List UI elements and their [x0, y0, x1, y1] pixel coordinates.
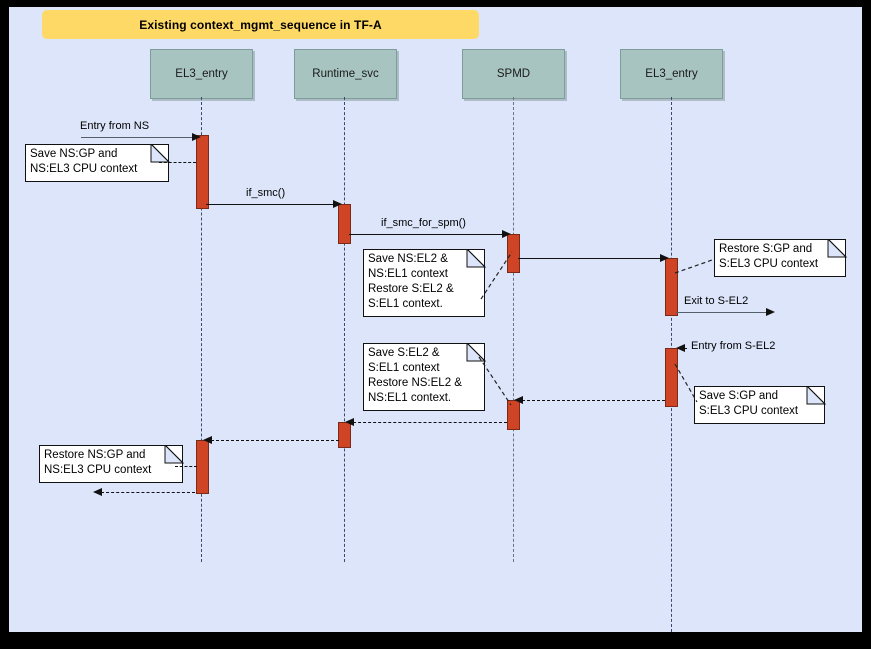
note-connector-2 — [480, 251, 513, 300]
message-arrowhead-spmd-to-runtime-svc — [345, 417, 354, 426]
message-label-exit-to-s-el2: Exit to S-EL2 — [682, 295, 751, 307]
note-connector-6 — [175, 466, 197, 467]
note-connector-1 — [159, 162, 196, 163]
activation-bar-spmd-2 — [507, 400, 520, 430]
message-arrowhead-if-smc — [333, 199, 342, 208]
note-connector-3 — [674, 258, 716, 274]
sequence-diagram-canvas: Existing context_mgmt_sequence in TF-A E… — [9, 7, 862, 632]
message-line-exit-to-ns — [101, 492, 195, 493]
activation-bar-el3-entry-left-1 — [196, 135, 209, 209]
activation-bar-runtime-svc-2 — [338, 422, 351, 448]
message-arrowhead-if-smc-for-spm — [502, 229, 511, 238]
activation-bar-el3-entry-right-2 — [665, 348, 678, 407]
note-save-s-gp: Save S:GP and S:EL3 CPU context — [694, 386, 825, 424]
lifeline-header-el3-entry-right[interactable]: EL3_entry — [620, 49, 723, 99]
note-save-s-el2: Save S:EL2 & S:EL1 context Restore NS:EL… — [363, 343, 485, 411]
activation-bar-spmd-1 — [507, 234, 520, 273]
lifeline-line-runtime-svc — [344, 97, 345, 562]
note-fold-icon — [827, 239, 848, 258]
message-label-entry-from-ns: Entry from NS — [78, 120, 152, 132]
lifeline-header-runtime-svc[interactable]: Runtime_svc — [294, 49, 397, 99]
lifeline-label: EL3_entry — [175, 68, 228, 80]
message-line-entry-from-ns — [81, 137, 194, 138]
lifeline-header-el3-entry-left[interactable]: EL3_entry — [150, 49, 253, 99]
activation-bar-runtime-svc-1 — [338, 204, 351, 244]
message-line-el3-right-to-spmd — [522, 400, 665, 401]
note-connector-4 — [478, 356, 512, 406]
lifeline-label: EL3_entry — [645, 68, 698, 80]
activation-bar-el3-entry-right-1 — [665, 258, 678, 316]
message-line-if-smc — [206, 204, 334, 205]
note-restore-s-gp: Restore S:GP and S:EL3 CPU context — [714, 239, 846, 277]
note-save-ns-el2: Save NS:EL2 & NS:EL1 context Restore S:E… — [363, 249, 485, 317]
message-arrowhead-el3-right-to-spmd — [514, 395, 523, 404]
lifeline-header-spmd[interactable]: SPMD — [462, 49, 565, 99]
message-arrowhead-exit-to-ns — [93, 487, 102, 496]
note-fold-icon — [150, 144, 171, 163]
lifeline-line-el3-entry-left — [201, 97, 202, 562]
diagram-title-banner: Existing context_mgmt_sequence in TF-A — [42, 10, 479, 39]
message-arrowhead-runtime-svc-to-el3-left — [203, 435, 212, 444]
note-connector-5 — [674, 363, 698, 403]
note-fold-icon — [466, 343, 487, 362]
note-fold-icon — [466, 249, 487, 268]
note-fold-icon — [164, 445, 185, 464]
note-fold-icon — [806, 386, 827, 405]
message-arrowhead-entry-from-s-el2 — [676, 343, 685, 352]
message-line-spmd-to-runtime-svc — [353, 422, 507, 423]
message-line-if-smc-for-spm — [349, 234, 503, 235]
message-label-if-smc: if_smc() — [244, 187, 288, 199]
activation-bar-el3-entry-left-2 — [196, 440, 209, 494]
message-label-entry-from-s-el2: Entry from S-EL2 — [689, 340, 778, 352]
note-save-ns-gp: Save NS:GP and NS:EL3 CPU context — [25, 144, 169, 182]
note-restore-ns-gp: Restore NS:GP and NS:EL3 CPU context — [39, 445, 183, 483]
message-line-spmd-to-el3-right — [518, 258, 661, 259]
message-line-runtime-svc-to-el3-left — [211, 440, 339, 441]
lifeline-label: SPMD — [496, 68, 531, 80]
message-arrowhead-spmd-to-el3-right — [660, 253, 669, 262]
message-arrowhead-entry-from-ns — [192, 132, 201, 141]
message-label-if-smc-for-spm: if_smc_for_spm() — [379, 217, 468, 229]
lifeline-line-spmd — [513, 97, 514, 562]
lifeline-label: Runtime_svc — [312, 68, 379, 80]
message-line-exit-to-s-el2 — [676, 312, 768, 313]
message-arrowhead-exit-to-s-el2 — [766, 307, 775, 316]
